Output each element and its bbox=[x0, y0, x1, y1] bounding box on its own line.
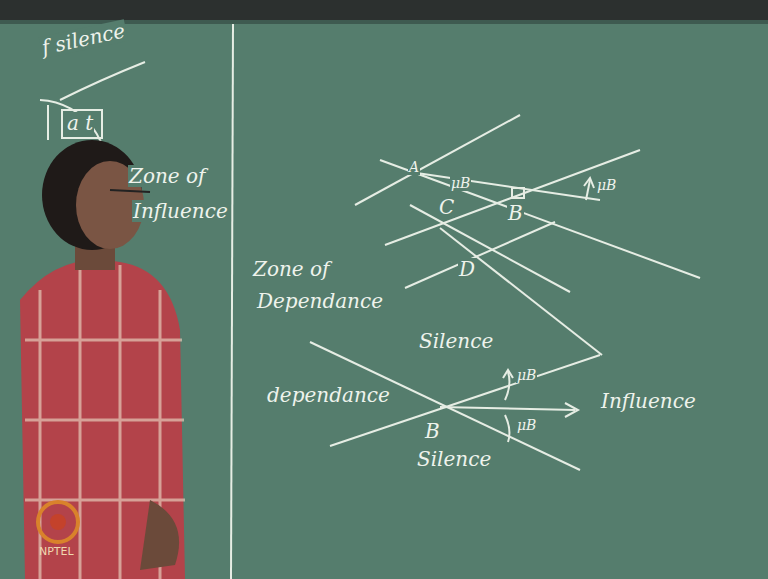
divider-line bbox=[231, 24, 233, 579]
zone-label: Influence bbox=[600, 390, 697, 412]
zone-label: Silence bbox=[416, 448, 492, 470]
zone-label: Silence bbox=[418, 330, 494, 352]
zone-label: dependance bbox=[266, 384, 391, 406]
nptel-logo bbox=[38, 502, 78, 542]
distance-label: a t bbox=[66, 112, 94, 134]
zone-label: Zone of bbox=[252, 258, 330, 280]
logo-text: NPTEL bbox=[38, 546, 75, 558]
zone-label: Dependance bbox=[256, 290, 384, 312]
point-label: C bbox=[438, 196, 455, 218]
mach-angle-label: μB bbox=[516, 368, 537, 383]
zone-label: Zone of bbox=[128, 165, 206, 187]
mach-angle-label: μB bbox=[450, 176, 471, 191]
mach-angle-label: μB bbox=[516, 418, 537, 433]
silence-label: f silence bbox=[39, 19, 128, 59]
board-frame bbox=[0, 0, 768, 20]
point-label: D bbox=[458, 258, 476, 280]
mach-angle-label: μB bbox=[596, 178, 617, 193]
zone-label: Influence bbox=[132, 200, 229, 222]
point-label: B bbox=[424, 420, 441, 442]
point-label: B bbox=[507, 202, 524, 224]
point-label: A bbox=[408, 160, 420, 175]
